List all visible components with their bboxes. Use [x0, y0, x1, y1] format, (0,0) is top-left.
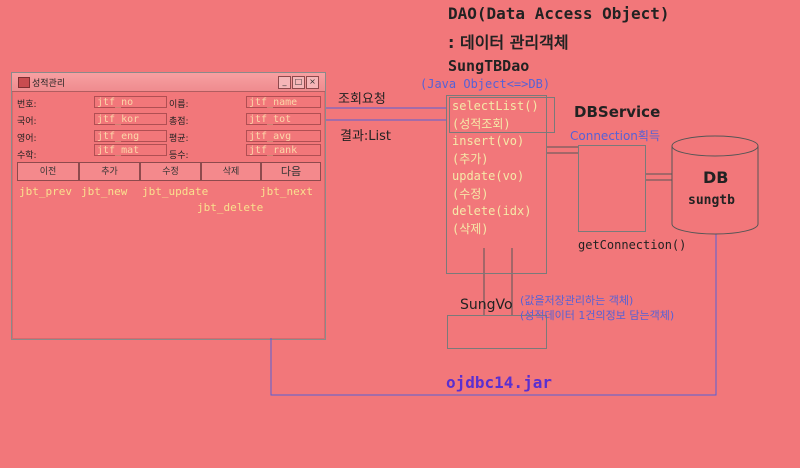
- caption-jbt-prev: jbt_prev: [19, 185, 72, 198]
- heading-line1: DAO(Data Access Object): [448, 4, 670, 23]
- label-name: 이름:: [169, 100, 189, 110]
- db-cylinder: [671, 135, 759, 235]
- close-button[interactable]: ×: [306, 76, 319, 89]
- update-button[interactable]: 수정: [140, 162, 201, 181]
- dbservice-method: getConnection(): [578, 238, 687, 252]
- dao-method-update: update(vo): [452, 169, 525, 183]
- label-eng: 영어:: [17, 134, 37, 144]
- input-kor[interactable]: jtf_kor: [94, 113, 167, 125]
- dao-method-list: selectList() (성적조회) insert(vo) (추가) upda…: [452, 98, 539, 238]
- select-list-highlight: [449, 97, 555, 133]
- delete-button[interactable]: 삭제: [201, 162, 261, 181]
- request-label: 조회요청: [338, 92, 386, 107]
- window-title: 성적관리: [32, 79, 66, 89]
- db-cylinder-top: [671, 135, 759, 157]
- label-tot: 총점:: [169, 117, 189, 127]
- vo-name: SungVo: [460, 297, 513, 313]
- dao-method-update-desc: (수정): [452, 186, 489, 201]
- vo-desc-2: (성적데이터 1건의정보 담는객체): [520, 309, 675, 322]
- window-titlebar: 성적관리 _ □ ×: [12, 73, 325, 92]
- dbservice-name: DBService: [574, 103, 661, 121]
- dao-box: [446, 95, 547, 274]
- add-button[interactable]: 추가: [79, 162, 140, 181]
- input-name[interactable]: jtf_name: [246, 96, 321, 108]
- input-no[interactable]: jtf_no: [94, 96, 167, 108]
- dao-method-delete-desc: (삭제): [452, 221, 489, 236]
- button-row: 이전 추가 수정 삭제 다음: [17, 162, 321, 181]
- label-mat: 수학:: [17, 151, 37, 161]
- dbservice-subtitle: Connection획득: [570, 129, 660, 143]
- input-rank[interactable]: jtf_rank: [246, 144, 321, 156]
- dao-method-insert-desc: (추가): [452, 151, 489, 166]
- label-kor: 국어:: [17, 117, 37, 127]
- dao-method-select-list: selectList(): [452, 99, 539, 113]
- caption-jbt-update: jbt_update: [142, 185, 209, 198]
- dao-subtitle: (Java Object<=>DB): [420, 77, 551, 91]
- prev-button[interactable]: 이전: [17, 162, 79, 181]
- caption-jbt-new: jbt_new: [81, 185, 128, 198]
- dao-name: SungTBDao: [448, 57, 530, 75]
- input-tot[interactable]: jtf_tot: [246, 113, 321, 125]
- score-management-window: 성적관리 _ □ × 번호: jtf_no 국어: jtf_kor 영어: jt…: [11, 72, 326, 340]
- dao-method-select-desc: (성적조회): [452, 116, 511, 131]
- label-rank: 등수:: [169, 151, 189, 161]
- input-eng[interactable]: jtf_eng: [94, 130, 167, 142]
- label-avg: 평균:: [169, 134, 189, 144]
- label-no: 번호:: [17, 100, 37, 110]
- vo-desc-1: (값을저장관리하는 객체): [520, 294, 634, 307]
- result-label: 결과:List: [340, 129, 392, 144]
- caption-jbt-delete: jbt_delete: [197, 201, 264, 214]
- jar-line: [270, 196, 717, 396]
- minimize-button[interactable]: _: [278, 76, 291, 89]
- dao-method-insert: insert(vo): [452, 134, 525, 148]
- dbservice-box: [578, 145, 646, 232]
- jar-label: ojdbc14.jar: [446, 373, 552, 392]
- db-cylinder-body: [671, 146, 759, 235]
- next-button[interactable]: 다음: [261, 162, 321, 181]
- heading-line2: : 데이터 관리객체: [448, 33, 569, 52]
- caption-jbt-next: jbt_next: [260, 185, 313, 198]
- input-mat[interactable]: jtf_mat: [94, 144, 167, 156]
- db-table-name: sungtb: [688, 193, 735, 208]
- app-icon: [18, 77, 30, 88]
- maximize-button[interactable]: □: [292, 76, 305, 89]
- db-name: DB: [703, 168, 729, 187]
- vo-box: [447, 315, 547, 349]
- dao-method-delete: delete(idx): [452, 204, 532, 218]
- input-avg[interactable]: jtf_avg: [246, 130, 321, 142]
